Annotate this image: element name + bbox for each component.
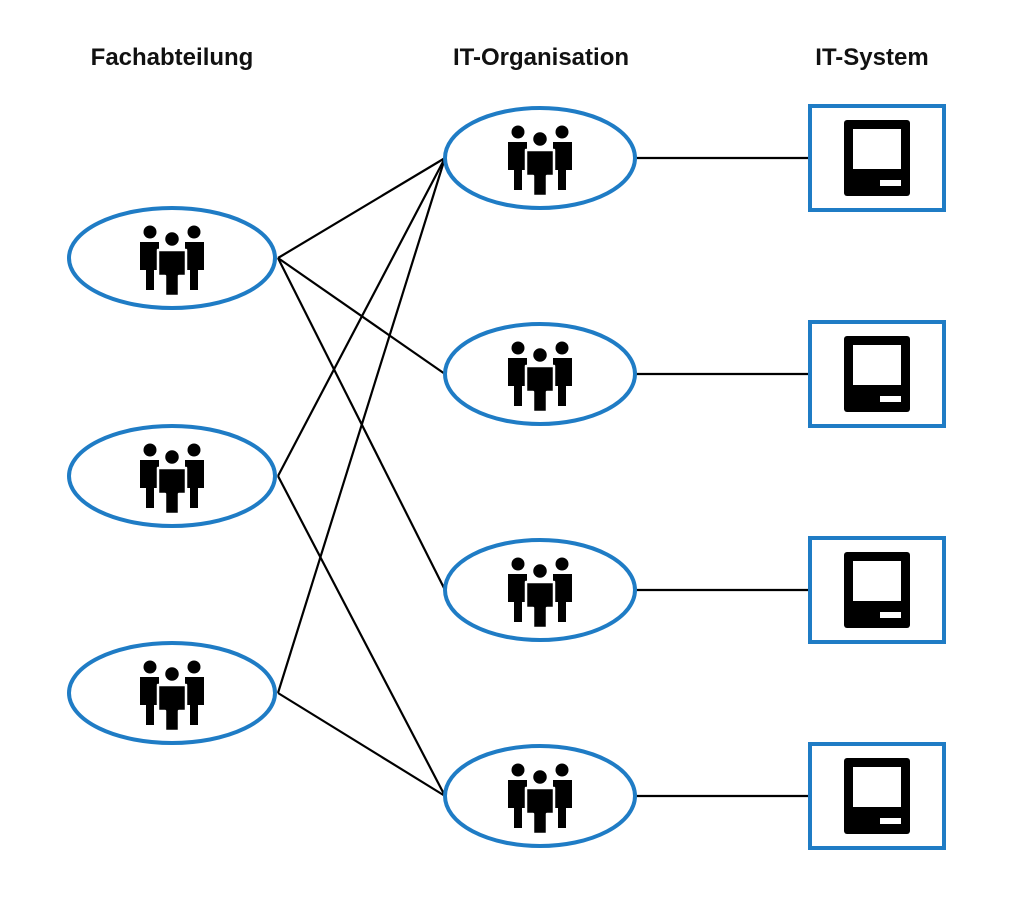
node-itorg-3 bbox=[443, 538, 637, 642]
people-group-icon bbox=[138, 442, 206, 516]
people-group-icon bbox=[506, 124, 574, 198]
node-itorg-1 bbox=[443, 106, 637, 210]
node-dept-2 bbox=[67, 424, 277, 528]
node-itorg-2 bbox=[443, 322, 637, 426]
node-dept-3 bbox=[67, 641, 277, 745]
edge-dept-3-to-itorg-4 bbox=[277, 692, 446, 797]
computer-icon bbox=[844, 552, 910, 628]
edge-dept-1-to-itorg-1 bbox=[277, 157, 446, 259]
diagram-nodes bbox=[67, 104, 946, 850]
node-system-2 bbox=[808, 320, 946, 428]
computer-icon bbox=[844, 758, 910, 834]
node-dept-1 bbox=[67, 206, 277, 310]
header-fachabteilung: Fachabteilung bbox=[90, 44, 254, 71]
people-group-icon bbox=[506, 762, 574, 836]
computer-icon bbox=[844, 120, 910, 196]
people-group-icon bbox=[138, 224, 206, 298]
people-group-icon bbox=[138, 659, 206, 733]
node-system-3 bbox=[808, 536, 946, 644]
node-itorg-4 bbox=[443, 744, 637, 848]
computer-icon bbox=[844, 336, 910, 412]
node-system-4 bbox=[808, 742, 946, 850]
header-it-system: IT-System bbox=[815, 44, 929, 71]
edge-dept-2-to-itorg-4 bbox=[277, 475, 446, 797]
edge-dept-2-to-itorg-1 bbox=[277, 157, 446, 477]
header-it-organisation: IT-Organisation bbox=[452, 44, 630, 71]
connection-lines bbox=[276, 156, 810, 798]
people-group-icon bbox=[506, 340, 574, 414]
people-group-icon bbox=[506, 556, 574, 630]
edge-dept-3-to-itorg-1 bbox=[276, 157, 447, 694]
node-system-1 bbox=[808, 104, 946, 212]
